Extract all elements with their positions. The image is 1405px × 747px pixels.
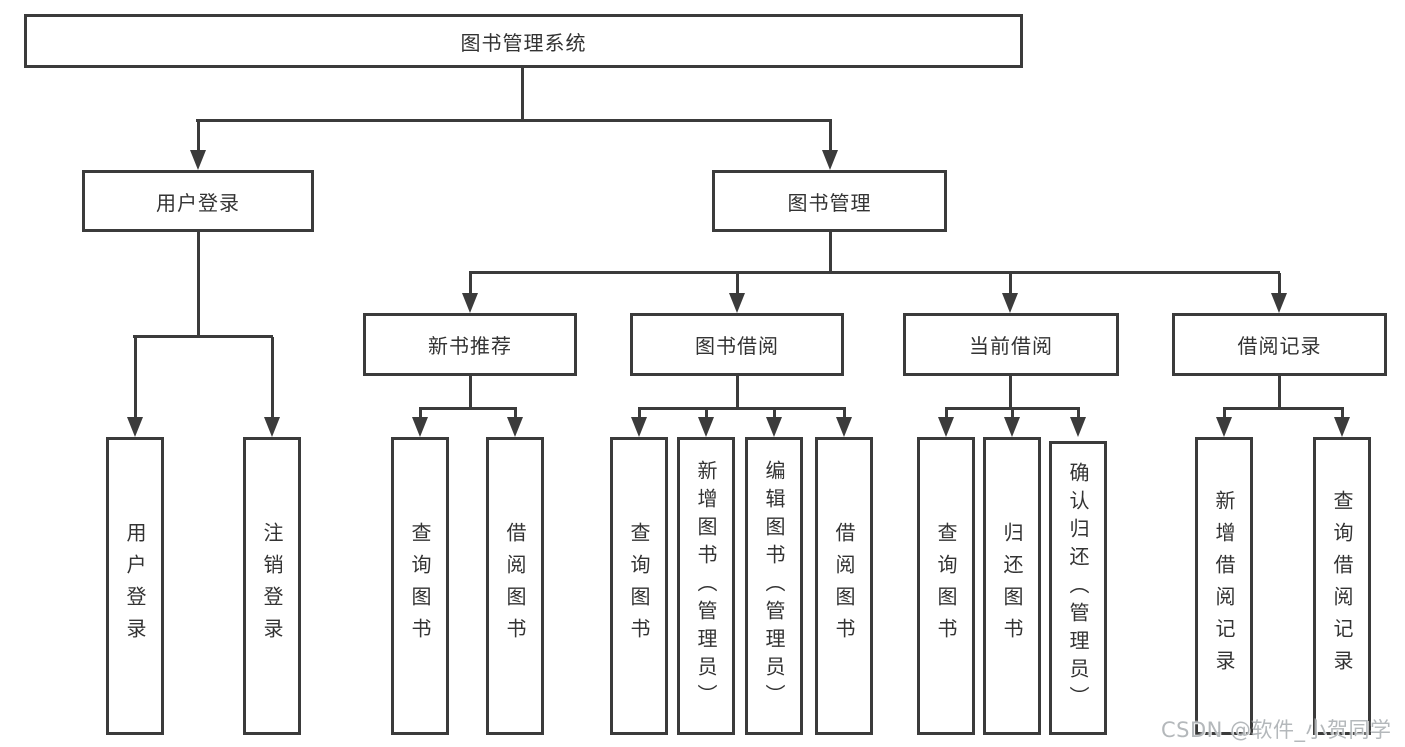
node-label: 查询图书 [934, 522, 958, 650]
connector-newbook-bus [419, 407, 517, 410]
connector-drop-leaf [773, 409, 776, 419]
node-label: 当前借阅 [969, 334, 1053, 358]
node-book-borrowing: 图书借阅 [630, 313, 844, 376]
node-label: 编辑图书（管理员） [762, 460, 786, 712]
arrow-down-icon [698, 417, 714, 437]
node-borrowing-records: 借阅记录 [1172, 313, 1387, 376]
arrow-down-icon [462, 293, 478, 313]
arrow-down-icon [1271, 293, 1287, 313]
node-library-management-system: 图书管理系统 [24, 14, 1023, 68]
connector-drop-level3 [736, 273, 739, 294]
connector-drop-leaf [271, 337, 274, 418]
arrow-down-icon [1070, 417, 1086, 437]
node-current-borrowing: 当前借阅 [903, 313, 1119, 376]
leaf-current-return-books: 归还图书 [983, 437, 1041, 735]
node-label: 新增借阅记录 [1212, 490, 1236, 682]
connector-drop-leaf [1011, 409, 1014, 419]
connector-current-bus [945, 407, 1080, 410]
connector-drop-leaf [134, 337, 137, 418]
node-label: 用户登录 [123, 522, 147, 650]
arrow-down-icon [190, 150, 206, 170]
arrow-down-icon [412, 417, 428, 437]
connector-drop-leaf [1341, 409, 1344, 419]
arrow-down-icon [836, 417, 852, 437]
node-label: 新书推荐 [428, 334, 512, 358]
connector-bookmgmt-drop [829, 232, 832, 273]
connector-userlogin-drop [197, 232, 200, 336]
node-label: 图书管理系统 [460, 30, 587, 55]
node-label: 查询图书 [408, 522, 432, 650]
node-book-management: 图书管理 [712, 170, 947, 232]
arrow-down-icon [729, 293, 745, 313]
leaf-current-confirm-return-admin: 确认归还（管理员） [1049, 441, 1107, 735]
leaf-borrow-edit-book-admin: 编辑图书（管理员） [745, 437, 803, 735]
node-label: 借阅图书 [503, 522, 527, 650]
connector-borrow-bus [638, 407, 846, 410]
connector-drop-level3 [1278, 273, 1281, 294]
arrow-down-icon [1334, 417, 1350, 437]
node-label: 归还图书 [1000, 522, 1024, 650]
connector-current-drop [1009, 376, 1012, 409]
arrow-down-icon [507, 417, 523, 437]
leaf-borrow-borrow-books: 借阅图书 [815, 437, 873, 735]
node-user-login: 用户登录 [82, 170, 314, 232]
node-label: 用户登录 [156, 190, 240, 215]
connector-root-drop [521, 68, 524, 120]
node-label: 查询图书 [627, 522, 651, 650]
connector-drop-leaf [638, 409, 641, 419]
leaf-logout: 注销登录 [243, 437, 301, 735]
connector-drop-book-management [829, 120, 832, 152]
connector-drop-leaf [419, 409, 422, 419]
arrow-down-icon [1216, 417, 1232, 437]
node-label: 图书借阅 [695, 334, 779, 358]
connector-root-bus [196, 119, 832, 122]
leaf-recommend-borrow-books: 借阅图书 [486, 437, 544, 735]
connector-newbook-drop [469, 376, 472, 409]
arrow-down-icon [822, 150, 838, 170]
connector-record-drop [1278, 376, 1281, 409]
connector-drop-level3 [469, 273, 472, 294]
leaf-record-add-borrow-record: 新增借阅记录 [1195, 437, 1253, 735]
leaf-borrow-add-book-admin: 新增图书（管理员） [677, 437, 735, 735]
connector-drop-level3 [1009, 273, 1012, 294]
node-label: 借阅记录 [1237, 334, 1322, 358]
connector-record-bus [1223, 407, 1344, 410]
connector-drop-leaf [1223, 409, 1226, 419]
node-label: 借阅图书 [832, 522, 856, 650]
leaf-record-query-borrow-record: 查询借阅记录 [1313, 437, 1371, 735]
connector-bookmgmt-bus [469, 271, 1280, 274]
connector-drop-leaf [945, 409, 948, 419]
connector-userlogin-bus [133, 335, 273, 338]
arrow-down-icon [264, 417, 280, 437]
node-label: 图书管理 [787, 190, 872, 215]
leaf-current-query-books: 查询图书 [917, 437, 975, 735]
leaf-borrow-query-books: 查询图书 [610, 437, 668, 735]
node-label: 新增图书（管理员） [694, 460, 718, 712]
connector-borrow-drop [736, 376, 739, 409]
connector-drop-leaf [1077, 409, 1080, 419]
leaf-recommend-query-books: 查询图书 [391, 437, 449, 735]
connector-drop-leaf [705, 409, 708, 419]
node-label: 查询借阅记录 [1330, 490, 1354, 682]
connector-drop-leaf [843, 409, 846, 419]
leaf-user-login: 用户登录 [106, 437, 164, 735]
arrow-down-icon [938, 417, 954, 437]
arrow-down-icon [1004, 417, 1020, 437]
arrow-down-icon [766, 417, 782, 437]
watermark: CSDN @软件_小贺同学 [1161, 718, 1392, 742]
connector-drop-leaf [514, 409, 517, 419]
node-new-book-recommendation: 新书推荐 [363, 313, 577, 376]
node-label: 确认归还（管理员） [1066, 462, 1090, 714]
connector-drop-user-login [197, 120, 200, 152]
arrow-down-icon [1002, 293, 1018, 313]
arrow-down-icon [127, 417, 143, 437]
arrow-down-icon [631, 417, 647, 437]
node-label: 注销登录 [260, 522, 284, 650]
